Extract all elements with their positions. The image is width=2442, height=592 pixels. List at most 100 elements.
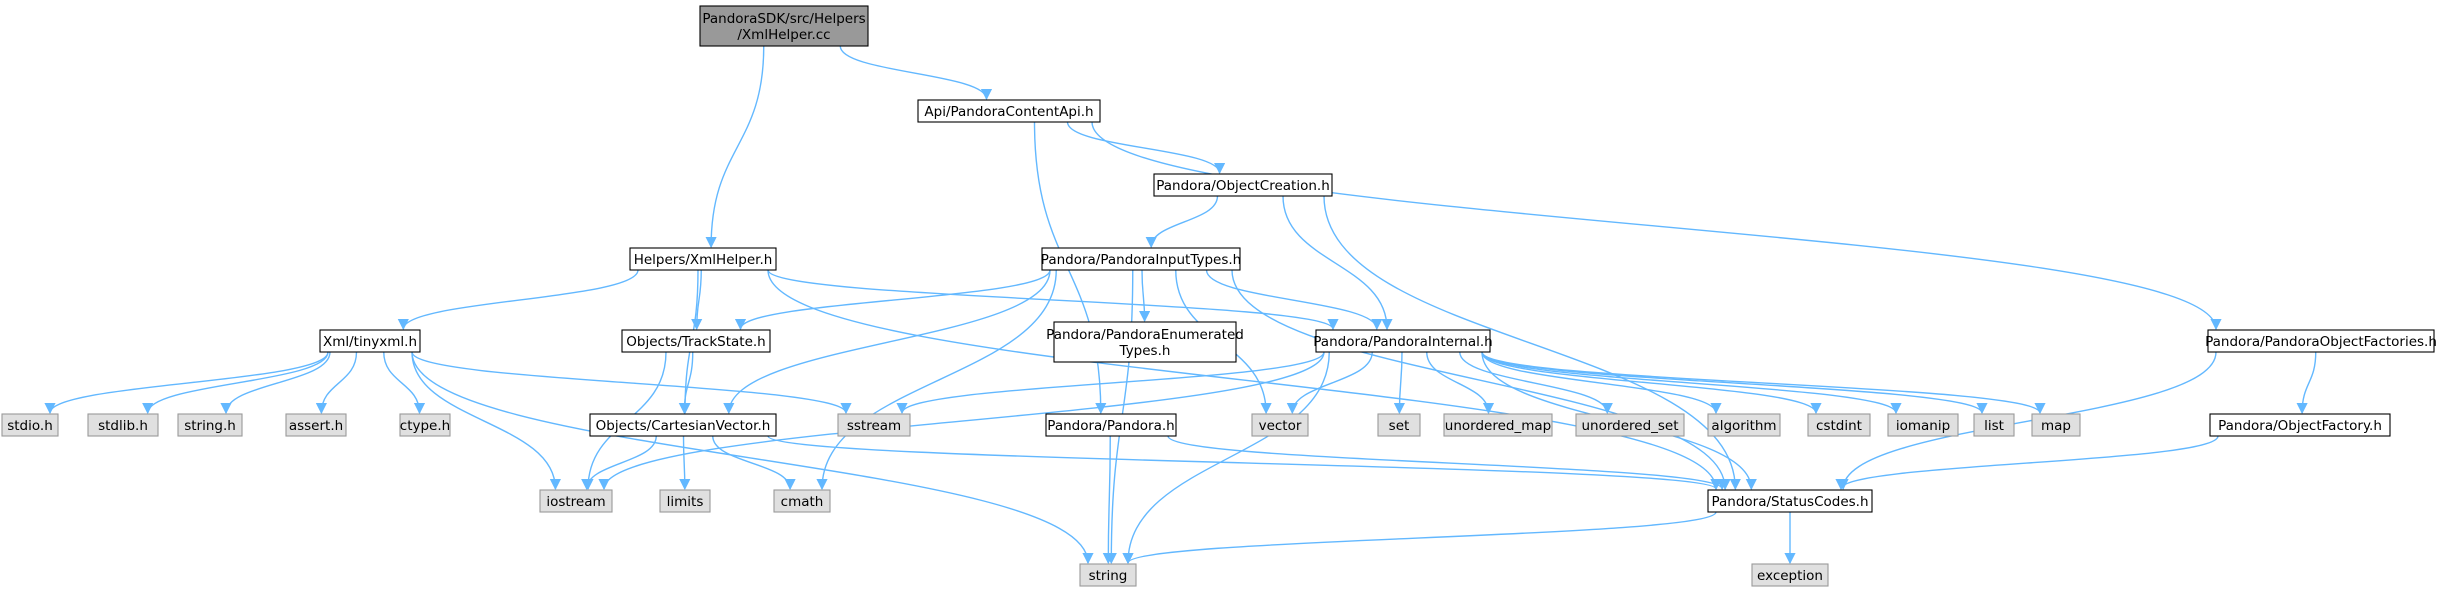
node-box [399, 413, 451, 437]
edge-tinyxml-to-ctype [383, 351, 426, 415]
node-label: iostream [546, 494, 605, 510]
node-cstdint: cstdint [1807, 413, 1871, 437]
node-inputtypes[interactable]: Pandora/PandoraInputTypes.h [1041, 247, 1241, 271]
edge-inputtypes-to-cartesian [723, 269, 1051, 415]
node-box [917, 99, 1101, 123]
node-map: map [2031, 413, 2081, 437]
node-trackstate[interactable]: Objects/TrackState.h [621, 329, 771, 353]
edge-api-to-factories [1091, 121, 2222, 331]
node-set: set [1377, 413, 1421, 437]
node-box [1377, 413, 1421, 437]
node-stdlib: stdlib.h [87, 413, 159, 437]
node-string: string [1079, 563, 1137, 587]
node-label: assert.h [289, 418, 343, 434]
node-box [1973, 413, 2015, 437]
node-label: exception [1757, 568, 1823, 584]
edge-tinyxml-to-string [411, 351, 1094, 565]
node-label: /XmlHelper.cc [737, 27, 830, 43]
node-tinyxml[interactable]: Xml/tinyxml.h [319, 329, 421, 353]
edge-internal-to-vector [1286, 351, 1373, 415]
node-box [659, 489, 711, 513]
node-internal[interactable]: Pandora/PandoraInternal.h [1313, 329, 1493, 353]
edge-objfactory-to-statuscodes [1835, 435, 2219, 491]
node-box [837, 413, 911, 437]
node-box [177, 413, 243, 437]
edge-tinyxml-to-iostream [411, 351, 561, 491]
node-label: list [1984, 418, 2004, 434]
edge-inputtypes-to-enumtypes [1138, 269, 1151, 323]
edge-internal-to-set [1393, 351, 1406, 415]
edge-api-to-objcreation [1066, 121, 1226, 175]
node-label: stdio.h [7, 418, 53, 434]
node-label: limits [667, 494, 704, 510]
node-label: Objects/CartesianVector.h [596, 418, 771, 434]
edge-internal-to-sstream [896, 351, 1325, 415]
node-factories[interactable]: Pandora/PandoraObjectFactories.h [2205, 329, 2437, 353]
node-box [1707, 489, 1873, 513]
edge-xmlhelper-to-tinyxml [397, 269, 639, 331]
edge-internal-to-cstdint [1481, 351, 1822, 415]
node-label: PandoraSDK/src/Helpers [702, 11, 865, 27]
edge-internal-to-umap [1426, 351, 1495, 415]
edge-statuscodes-to-string [1122, 511, 1717, 565]
node-label: Api/PandoraContentApi.h [924, 104, 1093, 120]
node-box [1251, 413, 1309, 437]
node-label: Pandora/ObjectFactory.h [2218, 418, 2382, 434]
node-limits: limits [659, 489, 711, 513]
edge-xmlhelper-to-statuscodes [767, 269, 1722, 491]
node-xmlhelper[interactable]: Helpers/XmlHelper.h [629, 247, 777, 271]
node-label: algorithm [1711, 418, 1776, 434]
edge-inputtypes-to-cmath [816, 269, 1057, 491]
node-box [1079, 563, 1137, 587]
edge-pandora-to-string [1102, 435, 1114, 565]
node-statuscodes[interactable]: Pandora/StatusCodes.h [1707, 489, 1873, 513]
edge-internal-to-string [1122, 351, 1330, 565]
node-root[interactable]: PandoraSDK/src/Helpers/XmlHelper.cc [699, 5, 869, 47]
edge-pandora-to-statuscodes [1167, 435, 1728, 491]
node-sstream: sstream [837, 413, 911, 437]
node-label: cstdint [1816, 418, 1862, 434]
node-pandora[interactable]: Pandora/Pandora.h [1045, 413, 1177, 437]
node-label: unordered_map [1445, 418, 1551, 434]
edge-inputtypes-to-internal [1205, 269, 1383, 331]
edge-trackstate-to-cartesian [678, 351, 694, 415]
node-label: ctype.h [400, 418, 450, 434]
node-asserth: assert.h [285, 413, 347, 437]
node-label: map [2041, 418, 2071, 434]
edge-root-to-xmlhelper [705, 45, 765, 249]
node-label: string.h [184, 418, 236, 434]
node-label: string [1089, 568, 1128, 584]
node-label: vector [1259, 418, 1302, 434]
node-box [629, 247, 777, 271]
node-list: list [1973, 413, 2015, 437]
node-box [2207, 329, 2435, 353]
node-label: unordered_set [1581, 418, 1678, 434]
edge-inputtypes-to-trackstate [735, 269, 1051, 331]
node-box [285, 413, 347, 437]
node-label: Helpers/XmlHelper.h [634, 252, 773, 268]
edge-tinyxml-to-stdio [44, 351, 329, 415]
node-box [1, 413, 59, 437]
node-box [2209, 413, 2391, 437]
node-ctype: ctype.h [399, 413, 451, 437]
node-objcreation[interactable]: Pandora/ObjectCreation.h [1153, 173, 1333, 197]
node-box [1887, 413, 1959, 437]
node-iomanip: iomanip [1887, 413, 1959, 437]
edge-root-to-api [839, 45, 993, 101]
node-label: Pandora/PandoraInternal.h [1313, 334, 1492, 350]
node-objfactory[interactable]: Pandora/ObjectFactory.h [2209, 413, 2391, 437]
node-box [1751, 563, 1829, 587]
node-box [1315, 329, 1491, 353]
node-box [1707, 413, 1781, 437]
node-box [1807, 413, 1871, 437]
edge-tinyxml-to-sstream [411, 351, 852, 415]
edge-internal-to-map [1481, 351, 2046, 415]
node-api[interactable]: Api/PandoraContentApi.h [917, 99, 1101, 123]
node-umap: unordered_map [1443, 413, 1553, 437]
node-box [1443, 413, 1553, 437]
node-cartesian[interactable]: Objects/CartesianVector.h [589, 413, 777, 437]
node-vector: vector [1251, 413, 1309, 437]
node-exception: exception [1751, 563, 1829, 587]
node-iostream: iostream [539, 489, 613, 513]
